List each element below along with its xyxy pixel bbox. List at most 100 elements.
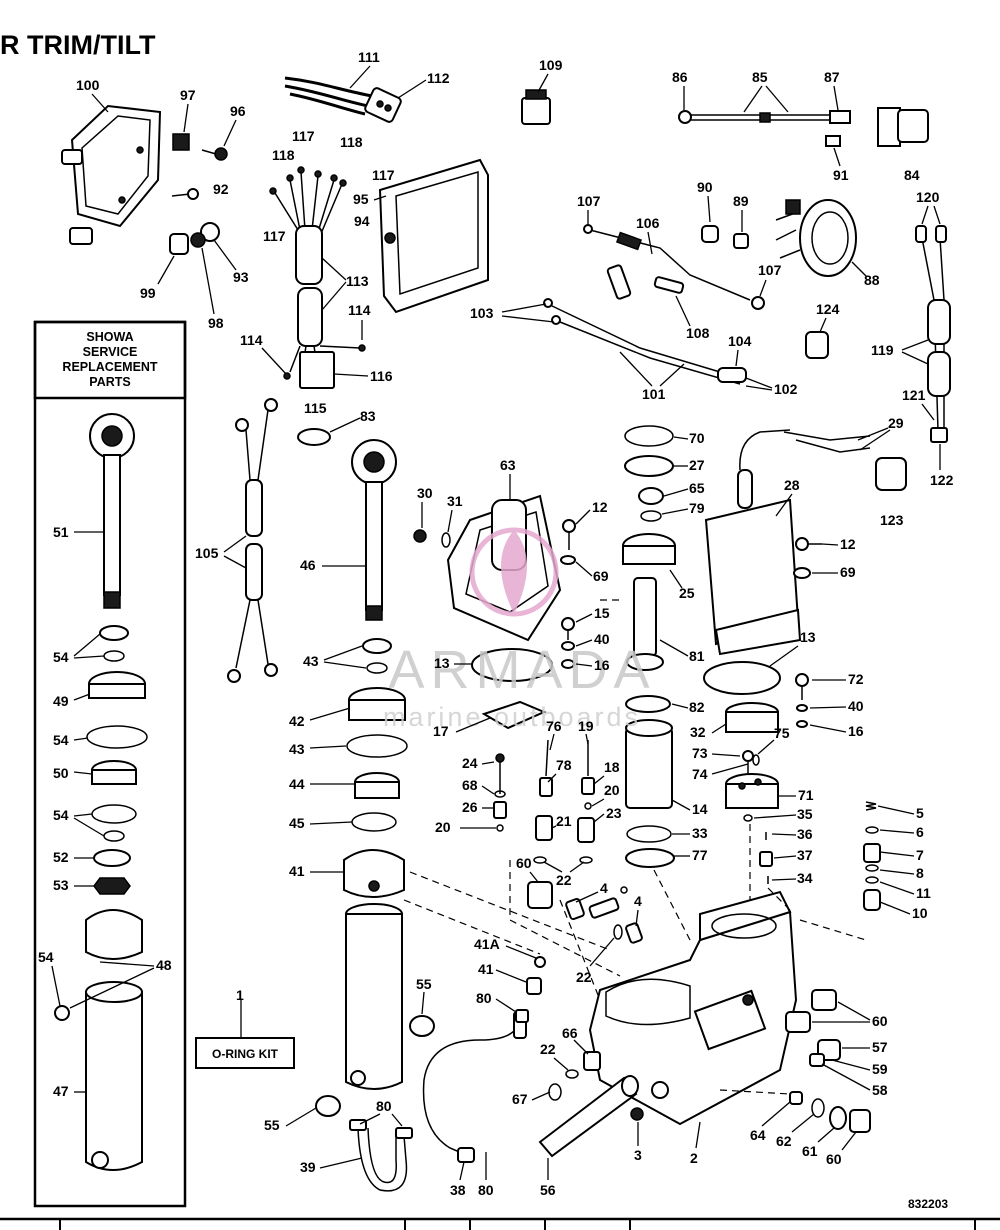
- callout-70: 70: [689, 430, 705, 446]
- callout-40-b: 40: [848, 698, 864, 714]
- callout-60-c: 60: [826, 1151, 842, 1167]
- callout-1: 1: [236, 987, 244, 1003]
- screw-3-part: [630, 1107, 644, 1121]
- callout-72: 72: [848, 671, 864, 687]
- small-parts-34-37-part: [743, 814, 773, 884]
- callout-109: 109: [539, 57, 563, 73]
- callout-62: 62: [776, 1133, 792, 1149]
- callout-93: 93: [233, 269, 249, 285]
- callout-88: 88: [864, 272, 880, 288]
- watermark-tagline: marine outboards: [383, 702, 641, 732]
- callout-98: 98: [208, 315, 224, 331]
- callout-12-b: 12: [840, 536, 856, 552]
- showa-parts: [54, 413, 148, 1171]
- callout-81: 81: [689, 648, 705, 664]
- piston-stack-part: [343, 638, 408, 898]
- callout-99: 99: [140, 285, 156, 301]
- fittings-41-part: [515, 956, 546, 1023]
- fittings-66-67-part: [548, 1051, 601, 1101]
- callout-69-a: 69: [593, 568, 609, 584]
- small-hardware-97-99-part: [169, 133, 228, 255]
- fittings-61-64-part: [789, 1091, 871, 1133]
- callout-40-a: 40: [594, 631, 610, 647]
- callout-104: 104: [728, 333, 752, 349]
- callout-54-b: 54: [53, 732, 69, 748]
- callout-47: 47: [53, 1083, 69, 1099]
- callout-58: 58: [872, 1082, 888, 1098]
- callout-117-b: 117: [372, 167, 395, 183]
- callout-114-a: 114: [348, 302, 371, 318]
- callout-80-a: 80: [476, 990, 492, 1006]
- callout-15: 15: [594, 605, 610, 621]
- callout-6: 6: [916, 824, 924, 840]
- callout-118-b: 118: [340, 134, 363, 150]
- callout-122: 122: [930, 472, 954, 488]
- callout-114-b: 114: [240, 332, 263, 348]
- callout-116: 116: [370, 368, 393, 384]
- bottom-table-edge: [0, 1217, 1000, 1230]
- check-valves-part: [493, 739, 595, 864]
- callout-46: 46: [300, 557, 316, 573]
- callout-66: 66: [562, 1025, 578, 1041]
- callout-118-a: 118: [272, 147, 295, 163]
- callout-35: 35: [797, 806, 813, 822]
- callout-60-b: 60: [872, 1013, 888, 1029]
- callout-2: 2: [690, 1150, 698, 1166]
- valve-81-part: [626, 577, 664, 671]
- plate-17-part: [481, 700, 547, 730]
- callout-107-b: 107: [758, 262, 782, 278]
- callout-11: 11: [916, 885, 931, 901]
- callout-32: 32: [690, 724, 706, 740]
- wiring-harness-113-part: [269, 166, 366, 389]
- trim-cable-part: [678, 110, 851, 124]
- watermark-brand: ARMADA: [388, 640, 655, 700]
- oring-kit-label: O-RING KIT: [212, 1047, 279, 1061]
- lead-wire-119-part: [915, 225, 951, 443]
- callout-55-b: 55: [264, 1117, 280, 1133]
- callout-94: 94: [354, 213, 370, 229]
- callout-75: 75: [774, 725, 790, 741]
- callout-16-b: 16: [848, 723, 864, 739]
- pump-body-14-part: [625, 695, 675, 868]
- callout-24: 24: [462, 755, 478, 771]
- callout-85: 85: [752, 69, 768, 85]
- oring-13b-part: [703, 661, 781, 695]
- callout-19: 19: [578, 718, 594, 734]
- callout-74: 74: [692, 766, 708, 782]
- screw-30-31-part: [413, 529, 451, 548]
- callout-37: 37: [797, 847, 813, 863]
- callout-63: 63: [500, 457, 516, 473]
- motor-leads-29-part: [783, 431, 907, 491]
- callout-45: 45: [289, 815, 305, 831]
- callout-13-b: 13: [800, 629, 816, 645]
- oring-kit-box: [195, 1037, 295, 1069]
- callout-23: 23: [606, 805, 622, 821]
- callout-115: 115: [304, 400, 327, 416]
- callout-108: 108: [686, 325, 710, 341]
- callout-48: 48: [156, 957, 172, 973]
- callout-77: 77: [692, 847, 708, 863]
- callout-117-a: 117: [292, 128, 315, 144]
- callout-54-c: 54: [53, 807, 69, 823]
- callout-41-b: 41: [478, 961, 494, 977]
- callout-4-b: 4: [634, 893, 642, 909]
- callout-27: 27: [689, 457, 705, 473]
- callout-17: 17: [433, 723, 449, 739]
- valve-body-32-part: [725, 702, 779, 774]
- callout-80-c: 80: [376, 1098, 392, 1114]
- callout-112: 112: [427, 70, 450, 86]
- screw-72-part: [795, 673, 809, 728]
- connector-84-part: [825, 107, 929, 147]
- callout-22-a: 22: [556, 872, 572, 888]
- callout-65: 65: [689, 480, 705, 496]
- showa-line-1: SHOWA: [86, 330, 133, 344]
- callout-55-a: 55: [416, 976, 432, 992]
- callout-29: 29: [888, 415, 904, 431]
- callout-33: 33: [692, 825, 708, 841]
- callout-52: 52: [53, 849, 69, 865]
- callout-61: 61: [802, 1143, 818, 1159]
- callout-86: 86: [672, 69, 688, 85]
- oring-13-part: [471, 648, 553, 682]
- callout-84: 84: [904, 167, 920, 183]
